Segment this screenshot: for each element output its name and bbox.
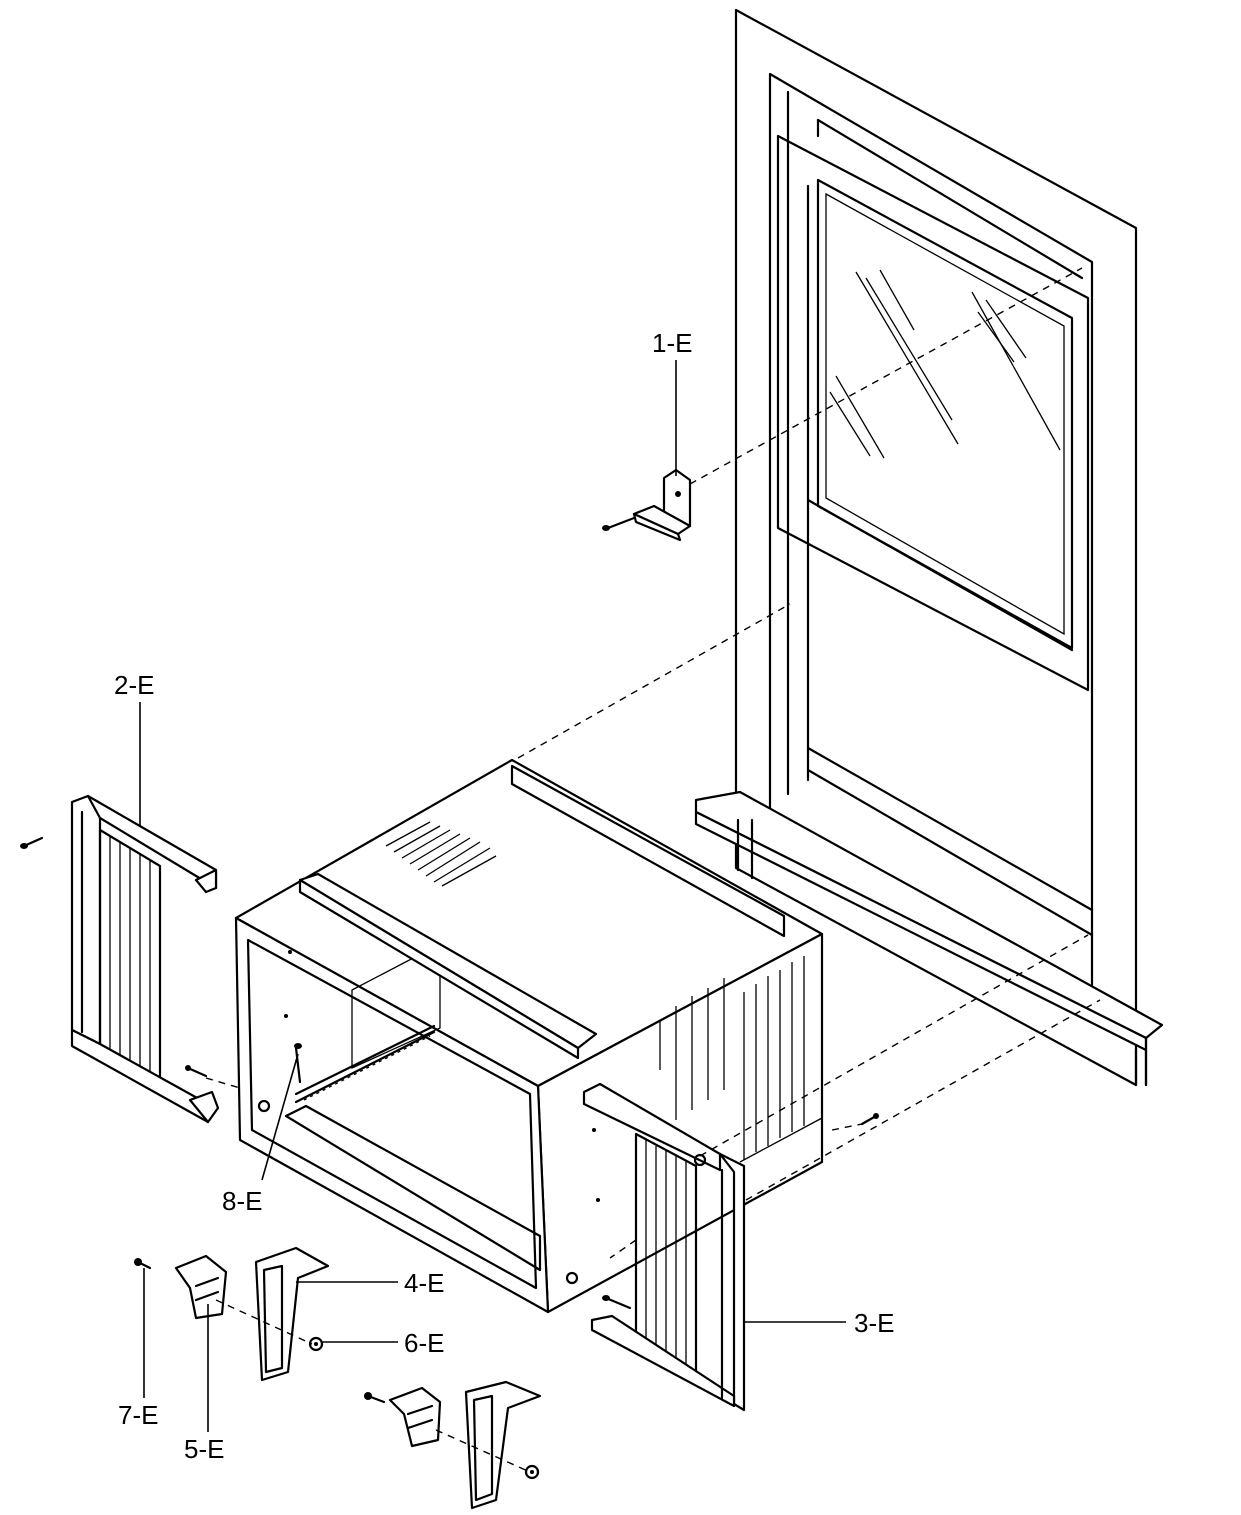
loose-fasteners: [20, 836, 879, 1480]
leader-lines: [139, 360, 846, 1432]
angle-bracket: [632, 468, 692, 542]
alignment-lines: [205, 267, 1101, 1473]
part-label-6e: 6-E: [404, 1328, 444, 1358]
support-bracket-upper: [254, 1246, 330, 1382]
screw-bracket-1: [602, 516, 636, 531]
left-side-curtain-panel: [70, 794, 220, 1124]
top-vent-grille: [385, 821, 497, 887]
right-side-curtain-panel: [582, 1082, 746, 1412]
part-label-2e: 2-E: [114, 670, 154, 700]
support-bracket-lower: [464, 1380, 542, 1510]
left-panel-pleats: [109, 836, 151, 1076]
part-label-4e: 4-E: [404, 1268, 444, 1298]
air-conditioner-cabinet: [234, 758, 824, 1314]
right-panel-pleats: [645, 1140, 687, 1376]
clip-lower: [388, 1386, 442, 1448]
part-label-5e: 5-E: [184, 1434, 224, 1464]
part-label-8e: 8-E: [222, 1186, 262, 1216]
part-label-7e: 7-E: [118, 1400, 158, 1430]
window-frame: [694, 8, 1164, 1087]
clip-upper: [174, 1254, 228, 1320]
part-label-3e: 3-E: [854, 1308, 894, 1338]
part-label-1e: 1-E: [652, 328, 692, 358]
